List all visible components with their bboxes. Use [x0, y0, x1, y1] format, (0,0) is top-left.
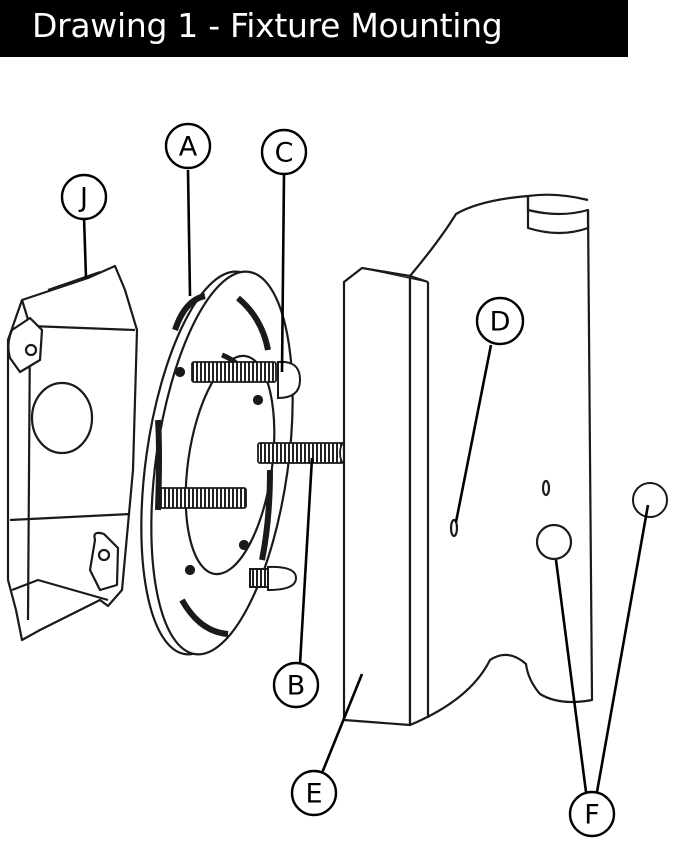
threaded-studs [159, 361, 349, 509]
callout-d: D [475, 296, 525, 346]
svg-text:E: E [305, 779, 322, 810]
svg-text:D: D [490, 307, 511, 338]
callout-j: J [60, 173, 108, 221]
drawing-title: Drawing 1 - Fixture Mounting [32, 6, 503, 45]
junction-box [6, 264, 139, 642]
svg-text:A: A [179, 132, 198, 163]
svg-text:F: F [584, 800, 600, 831]
svg-text:C: C [275, 138, 294, 169]
callout-c: C [260, 128, 308, 176]
callout-b: B [272, 661, 320, 709]
fixture-arm [342, 193, 594, 727]
cover-cap [632, 482, 668, 518]
callout-a: A [164, 122, 212, 170]
svg-text:J: J [78, 183, 88, 214]
callout-e: E [290, 769, 338, 817]
title-bar: Drawing 1 - Fixture Mounting [0, 0, 628, 57]
callout-f: F [568, 790, 616, 838]
mounting-screws [249, 360, 302, 592]
leader-lines [82, 169, 650, 793]
svg-text:B: B [287, 671, 306, 702]
